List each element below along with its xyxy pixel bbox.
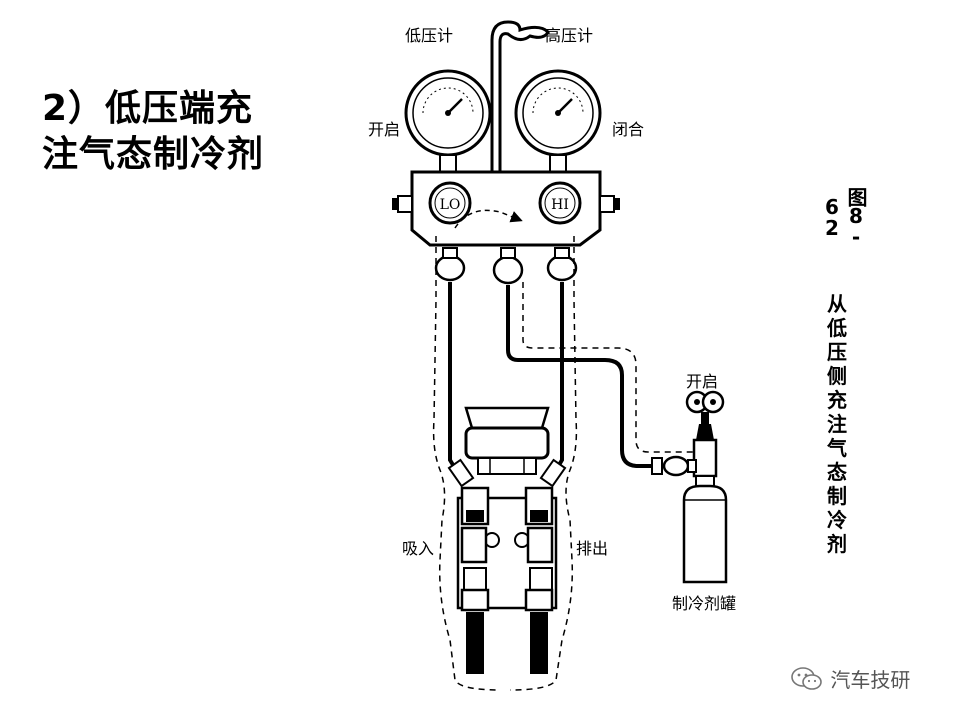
flow-path [432,236,700,691]
title-line-1: 2）低压端充 [42,88,254,129]
hose-fittings [434,247,578,285]
figure-description: 从低压侧充注气态制冷剂 [827,292,847,556]
compressor [447,406,567,674]
suction-label: 吸入 [402,539,435,558]
figure-caption: 图8-62 从低压侧充注气态制冷剂 [820,178,868,557]
high-pressure-gauge [514,69,602,174]
hose-hook [490,20,550,185]
close-label: 闭合 [612,120,645,139]
slide-title: 2）低压端充 注气态制冷剂 [42,86,264,178]
figure-number: 图8-62 [820,186,868,246]
can-tap-valve [651,390,725,478]
low-gauge-label: 低压计 [405,26,454,45]
wechat-icon [790,666,824,697]
refrigerant-can-label: 制冷剂罐 [672,594,737,613]
discharge-label: 排出 [576,539,609,558]
open-label: 开启 [368,120,401,139]
watermark-text: 汽车技研 [830,668,911,692]
watermark: 汽车技研 [790,664,910,697]
can-open-label: 开启 [686,372,719,391]
hi-valve-label: HI [551,197,569,213]
low-pressure-gauge [404,69,492,174]
title-line-2: 注气态制冷剂 [42,134,265,175]
manifold-body [392,170,620,247]
refrigerant-can [682,475,728,584]
lo-valve-label: LO [440,197,461,213]
high-gauge-label: 高压计 [545,26,594,45]
